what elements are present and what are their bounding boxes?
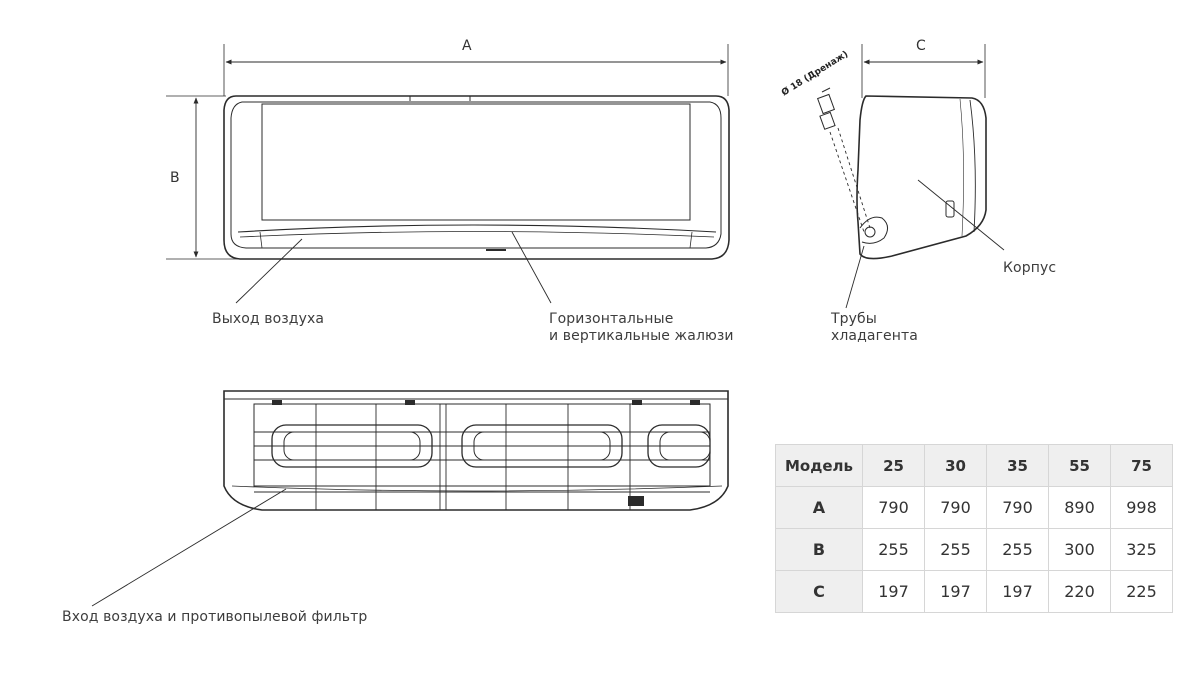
side-view	[816, 44, 1005, 309]
table-cell: 255	[986, 528, 1049, 571]
table-cell: 197	[862, 570, 925, 613]
table-cell: 790	[986, 486, 1049, 529]
table-header-cell: 35	[986, 444, 1049, 487]
table-row-label: C	[775, 570, 863, 613]
table-cell: 300	[1048, 528, 1111, 571]
callout-body: Корпус	[1003, 260, 1057, 276]
bottom-view	[91, 390, 729, 607]
callout-air-outlet: Выход воздуха	[212, 311, 325, 327]
callout-louvers-line1: Горизонтальные	[549, 311, 674, 327]
table-cell: 998	[1110, 486, 1173, 529]
dimension-b-label: B	[170, 170, 180, 186]
table-header-cell: 75	[1110, 444, 1173, 487]
table-cell: 225	[1110, 570, 1173, 613]
table-header-cell: 25	[862, 444, 925, 487]
dimensions-table: Модель 25 30 35 55 75 A 790 790 790 890 …	[775, 444, 1173, 613]
table-cell: 790	[924, 486, 987, 529]
table-header-cell: 30	[924, 444, 987, 487]
dimension-a-label: A	[462, 38, 472, 54]
table-row-label: B	[775, 528, 863, 571]
table-cell: 255	[862, 528, 925, 571]
callout-pipes-line1: Трубы	[831, 311, 877, 327]
front-view	[166, 44, 730, 304]
table-cell: 197	[924, 570, 987, 613]
table-cell: 220	[1048, 570, 1111, 613]
callout-pipes-line2: хладагента	[831, 328, 918, 344]
table-cell: 890	[1048, 486, 1111, 529]
table-header-row: Модель 25 30 35 55 75	[775, 444, 1173, 487]
table-row: C 197 197 197 220 225	[775, 570, 1173, 613]
table-cell: 790	[862, 486, 925, 529]
table-header-cell: 55	[1048, 444, 1111, 487]
dimension-c-label: C	[916, 38, 926, 54]
callout-air-inlet: Вход воздуха и противопылевой фильтр	[62, 609, 368, 625]
callout-louvers-line2: и вертикальные жалюзи	[549, 328, 734, 344]
table-cell: 197	[986, 570, 1049, 613]
table-row: B 255 255 255 300 325	[775, 528, 1173, 571]
table-cell: 255	[924, 528, 987, 571]
table-cell: 325	[1110, 528, 1173, 571]
table-row-label: A	[775, 486, 863, 529]
table-header-model: Модель	[775, 444, 863, 487]
table-row: A 790 790 790 890 998	[775, 486, 1173, 529]
